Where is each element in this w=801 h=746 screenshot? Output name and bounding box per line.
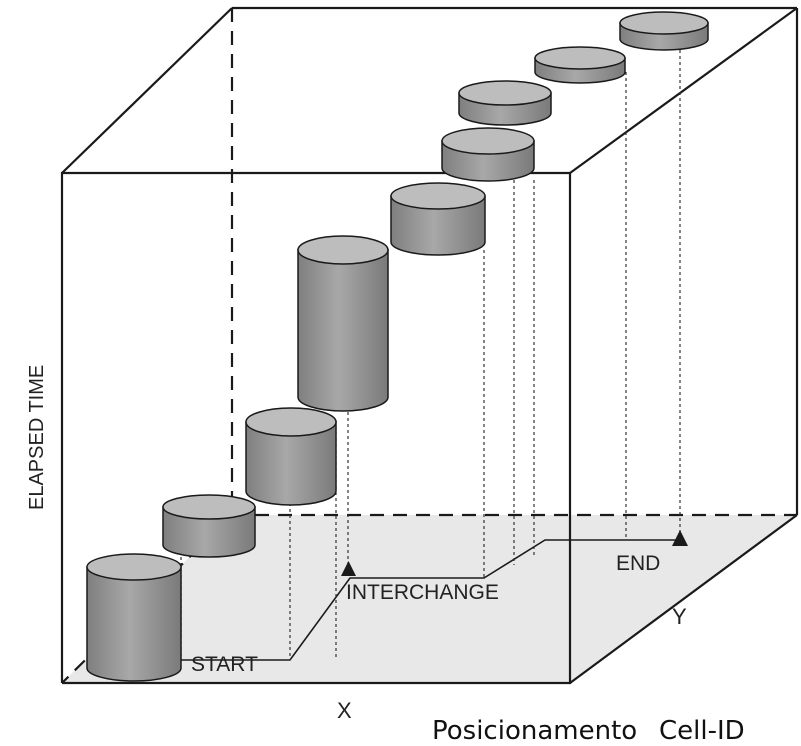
start-label: START bbox=[191, 653, 258, 676]
x-axis-label: X bbox=[337, 698, 352, 723]
cylinder-7 bbox=[458, 80, 552, 126]
end-label: END bbox=[616, 552, 660, 575]
end-marker-icon bbox=[672, 530, 688, 546]
cylinder-1 bbox=[86, 553, 182, 682]
z-axis-label: ELAPSED TIME bbox=[26, 365, 48, 510]
caption-right: Cell-ID bbox=[659, 716, 745, 746]
cylinder-4 bbox=[297, 235, 389, 412]
cylinders bbox=[86, 11, 709, 682]
caption-left: Posicionamento bbox=[432, 716, 637, 746]
interchange-label: INTERCHANGE bbox=[346, 581, 499, 604]
projection-lines bbox=[180, 50, 681, 660]
cylinder-5 bbox=[390, 182, 486, 256]
cube-visible-edges bbox=[60, 6, 799, 685]
cylinder-9 bbox=[619, 11, 709, 51]
trajectory-path bbox=[92, 539, 680, 661]
interchange-marker-icon bbox=[341, 561, 356, 576]
cylinder-6 bbox=[441, 127, 535, 182]
cylinder-2 bbox=[162, 494, 256, 558]
cylinder-8 bbox=[534, 46, 626, 84]
cylinder-3 bbox=[245, 407, 337, 506]
y-axis-label: Y bbox=[672, 604, 687, 629]
cube-floor bbox=[62, 515, 797, 683]
